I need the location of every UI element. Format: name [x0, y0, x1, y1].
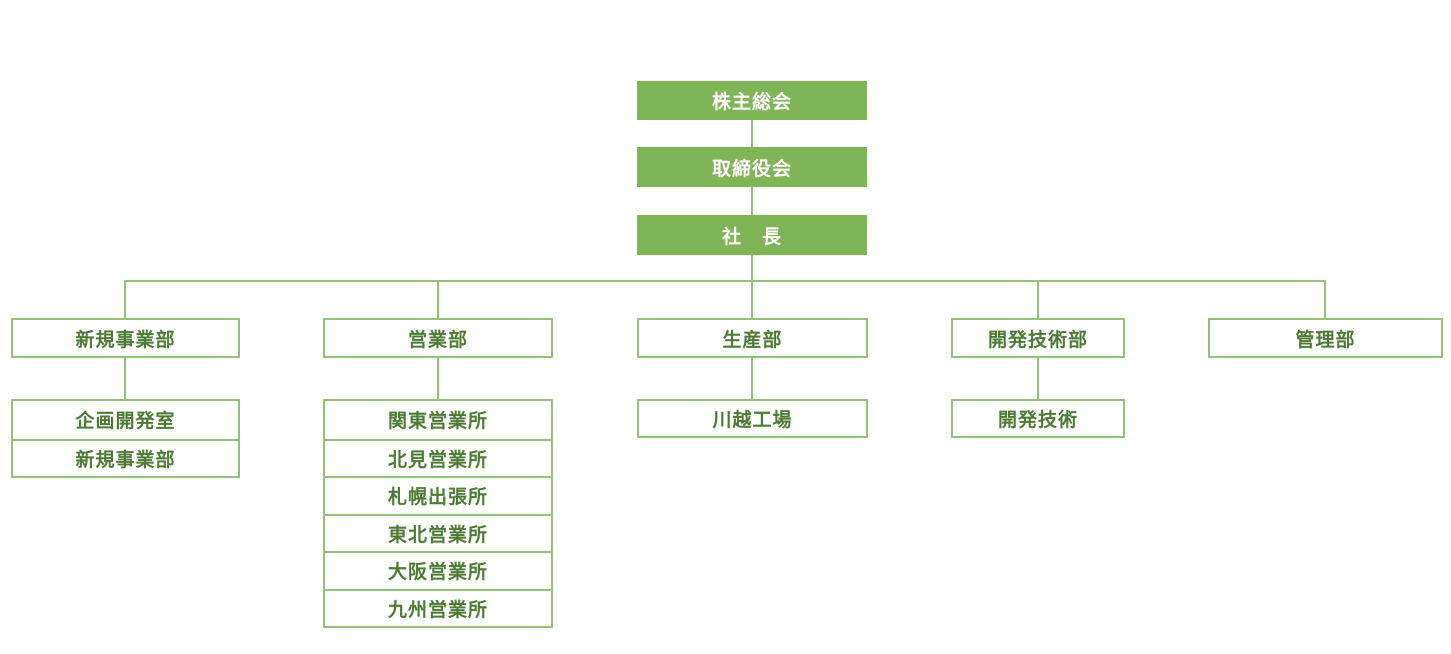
- group-sales-offices: 関東営業所 北見営業所 札幌出張所 東北営業所 大阪営業所 九州営業所: [323, 399, 553, 628]
- node-new-business-division-sub: 新規事業部: [13, 438, 238, 477]
- connector-horizontal: [125, 280, 1325, 282]
- connector-drop-branch3: [751, 280, 753, 318]
- node-production-department: 生産部: [637, 318, 868, 358]
- node-kawagoe-factory: 川越工場: [637, 399, 868, 438]
- node-new-business-division: 新規事業部: [11, 318, 240, 358]
- node-osaka-sales-office: 大阪営業所: [325, 551, 551, 589]
- connector-branch4-children: [1037, 358, 1039, 399]
- connector-top1: [751, 120, 753, 147]
- node-development-technology: 開発技術: [951, 399, 1125, 438]
- connector-drop-branch4: [1037, 280, 1039, 318]
- node-board-of-directors: 取締役会: [637, 147, 867, 187]
- group-new-business-children: 企画開発室 新規事業部: [11, 399, 240, 478]
- connector-drop-branch1: [124, 280, 126, 318]
- node-kanto-sales-office: 関東営業所: [387, 411, 488, 433]
- connector-drop-branch2: [437, 280, 439, 318]
- connector-top2: [751, 187, 753, 215]
- node-tohoku-sales-office: 東北営業所: [325, 513, 551, 552]
- connector-branch1-children: [124, 358, 126, 399]
- node-development-technology-department: 開発技術部: [951, 318, 1125, 358]
- node-planning-development-office: 企画開発室: [75, 411, 176, 433]
- node-kyushu-sales-office: 九州営業所: [325, 588, 551, 627]
- connector-branch2-children: [437, 358, 439, 399]
- node-administration-department: 管理部: [1208, 318, 1443, 358]
- node-shareholders-meeting: 株主総会: [637, 81, 867, 120]
- node-president: 社 長: [637, 215, 867, 255]
- connector-president-down: [751, 255, 753, 281]
- connector-branch3-children: [751, 358, 753, 399]
- node-kitami-sales-office: 北見営業所: [325, 438, 551, 477]
- connector-drop-branch5: [1324, 280, 1326, 318]
- node-sales-department: 営業部: [323, 318, 553, 358]
- node-sapporo-branch-office: 札幌出張所: [325, 476, 551, 514]
